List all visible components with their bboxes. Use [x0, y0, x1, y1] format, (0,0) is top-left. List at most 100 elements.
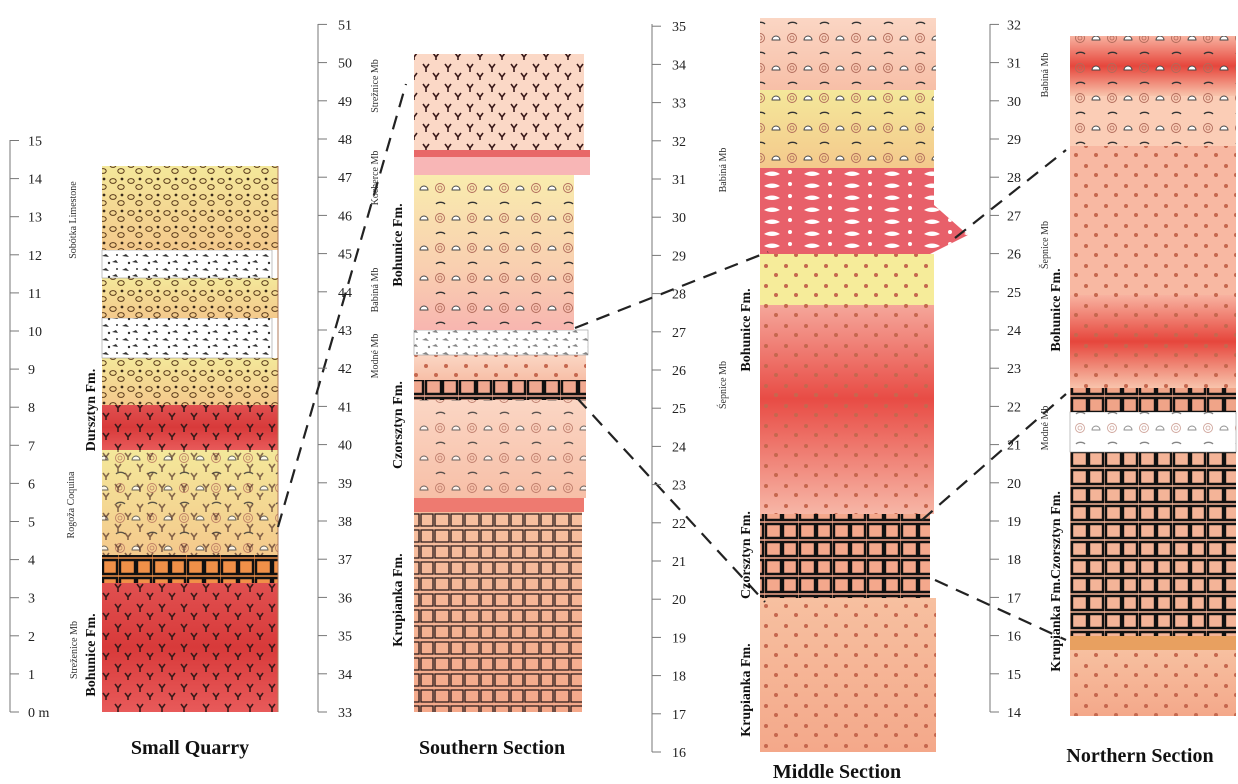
- section-title: Small Quarry: [131, 737, 249, 759]
- formation-label: Krupianka Fm.: [391, 553, 406, 646]
- tick-label: 43: [338, 324, 352, 339]
- tick-label: 51: [338, 18, 352, 33]
- tick-label: 31: [1007, 57, 1021, 72]
- member-label: Babiná Mb: [370, 268, 381, 313]
- tick-label: 34: [338, 668, 352, 683]
- tick-label: 36: [338, 591, 352, 606]
- tick-label: 7: [28, 439, 35, 454]
- southern-column: [413, 54, 590, 712]
- member-label: Śepnice Mb: [717, 361, 729, 409]
- tick-label: 32: [672, 135, 686, 150]
- tick-label: 8: [28, 401, 35, 416]
- northern-section: [989, 24, 1237, 716]
- tick-label: 47: [338, 171, 352, 186]
- tick-label: 16: [672, 746, 686, 761]
- member-label: Babiná Mb: [1040, 53, 1051, 98]
- tick-label: 28: [1007, 171, 1021, 186]
- tick-label: 29: [672, 249, 686, 264]
- tick-label: 13: [28, 211, 42, 226]
- tick-label: 1: [28, 668, 35, 683]
- tick-label: 17: [1007, 591, 1021, 606]
- tick-label: 35: [338, 630, 352, 645]
- correlation-lines: [276, 83, 1067, 642]
- tick-label: 15: [28, 135, 42, 150]
- tick-label: 44: [338, 286, 352, 301]
- formation-label: Bohunice Fm.: [84, 613, 99, 696]
- member-label: Babiná Mb: [718, 148, 729, 193]
- tick-label: 18: [1007, 553, 1021, 568]
- tick-label: 31: [672, 173, 686, 188]
- formation-label: Krupianka Fm.: [1049, 578, 1064, 671]
- tick-label: 3: [28, 592, 35, 607]
- tick-label: 4: [28, 554, 35, 569]
- southern-section: [317, 24, 590, 712]
- member-label: Šepnice Mb: [1039, 221, 1051, 269]
- southern-section-labels: 33343536373839404142434445464748495051Kr…: [318, 18, 565, 759]
- tick-label: 41: [338, 400, 352, 415]
- member-label: Kocherce Mb: [370, 151, 381, 206]
- correlation-line: [954, 149, 1067, 239]
- member-label: Rogoža Coquina: [66, 471, 77, 538]
- formation-label: Bohunice Fm.: [1049, 268, 1064, 351]
- tick-label: 0 m: [28, 706, 50, 721]
- tick-label: 33: [338, 706, 352, 721]
- tick-label: 40: [338, 439, 352, 454]
- tick-label: 46: [338, 209, 352, 224]
- northern-section-labels: 14151617181920212223242526272829303132Kr…: [990, 18, 1214, 767]
- formation-label: Bohunice Fm.: [391, 203, 406, 286]
- tick-label: 26: [1007, 248, 1021, 263]
- correlation-line: [934, 578, 1067, 642]
- tick-label: 21: [1007, 439, 1021, 454]
- formation-label: Czorsztyn Fm.: [391, 381, 406, 469]
- tick-label: 32: [1007, 18, 1021, 33]
- tick-label: 30: [1007, 95, 1021, 110]
- tick-label: 2: [28, 630, 35, 645]
- tick-label: 28: [672, 288, 686, 303]
- tick-label: 29: [1007, 133, 1021, 148]
- tick-label: 23: [1007, 362, 1021, 377]
- tick-label: 48: [338, 133, 352, 148]
- tick-label: 27: [1007, 209, 1021, 224]
- tick-label: 27: [672, 326, 686, 341]
- section-title: Southern Section: [419, 737, 565, 759]
- tick-label: 45: [338, 248, 352, 263]
- tick-label: 35: [672, 20, 686, 35]
- tick-label: 12: [28, 249, 42, 264]
- tick-label: 24: [672, 440, 686, 455]
- tick-label: 9: [28, 363, 35, 378]
- tick-label: 25: [1007, 286, 1021, 301]
- tick-label: 49: [338, 95, 352, 110]
- correlation-line: [574, 250, 769, 330]
- tick-label: 10: [28, 325, 42, 340]
- tick-label: 33: [672, 97, 686, 112]
- middle-column: [760, 18, 968, 752]
- correlation-line: [276, 83, 408, 528]
- tick-label: 34: [672, 58, 686, 73]
- tick-label: 37: [338, 553, 352, 568]
- member-label: Modné Mb: [1040, 406, 1051, 451]
- middle-section-labels: 1617181920212223242526272829303132333435…: [652, 20, 901, 783]
- member-label: Strežnice Mb: [370, 59, 381, 113]
- tick-label: 38: [338, 515, 352, 530]
- tick-label: 24: [1007, 324, 1021, 339]
- tick-label: 19: [672, 631, 686, 646]
- tick-label: 21: [672, 555, 686, 570]
- correlation-line: [921, 393, 1067, 521]
- tick-label: 15: [1007, 668, 1021, 683]
- correlation-line: [576, 397, 766, 603]
- tick-label: 22: [672, 517, 686, 532]
- tick-label: 14: [1007, 706, 1021, 721]
- member-label: Streženice Mb: [69, 621, 80, 679]
- tick-label: 50: [338, 57, 352, 72]
- tick-label: 17: [672, 708, 686, 723]
- tick-label: 20: [1007, 477, 1021, 492]
- tick-label: 42: [338, 362, 352, 377]
- northern-column: [1069, 36, 1237, 716]
- member-label: Modné Mb: [370, 334, 381, 379]
- tick-label: 25: [672, 402, 686, 417]
- formation-label: Dursztyn Fm.: [84, 369, 99, 451]
- middle-section: [651, 18, 968, 752]
- small-quarry-section: [9, 140, 279, 712]
